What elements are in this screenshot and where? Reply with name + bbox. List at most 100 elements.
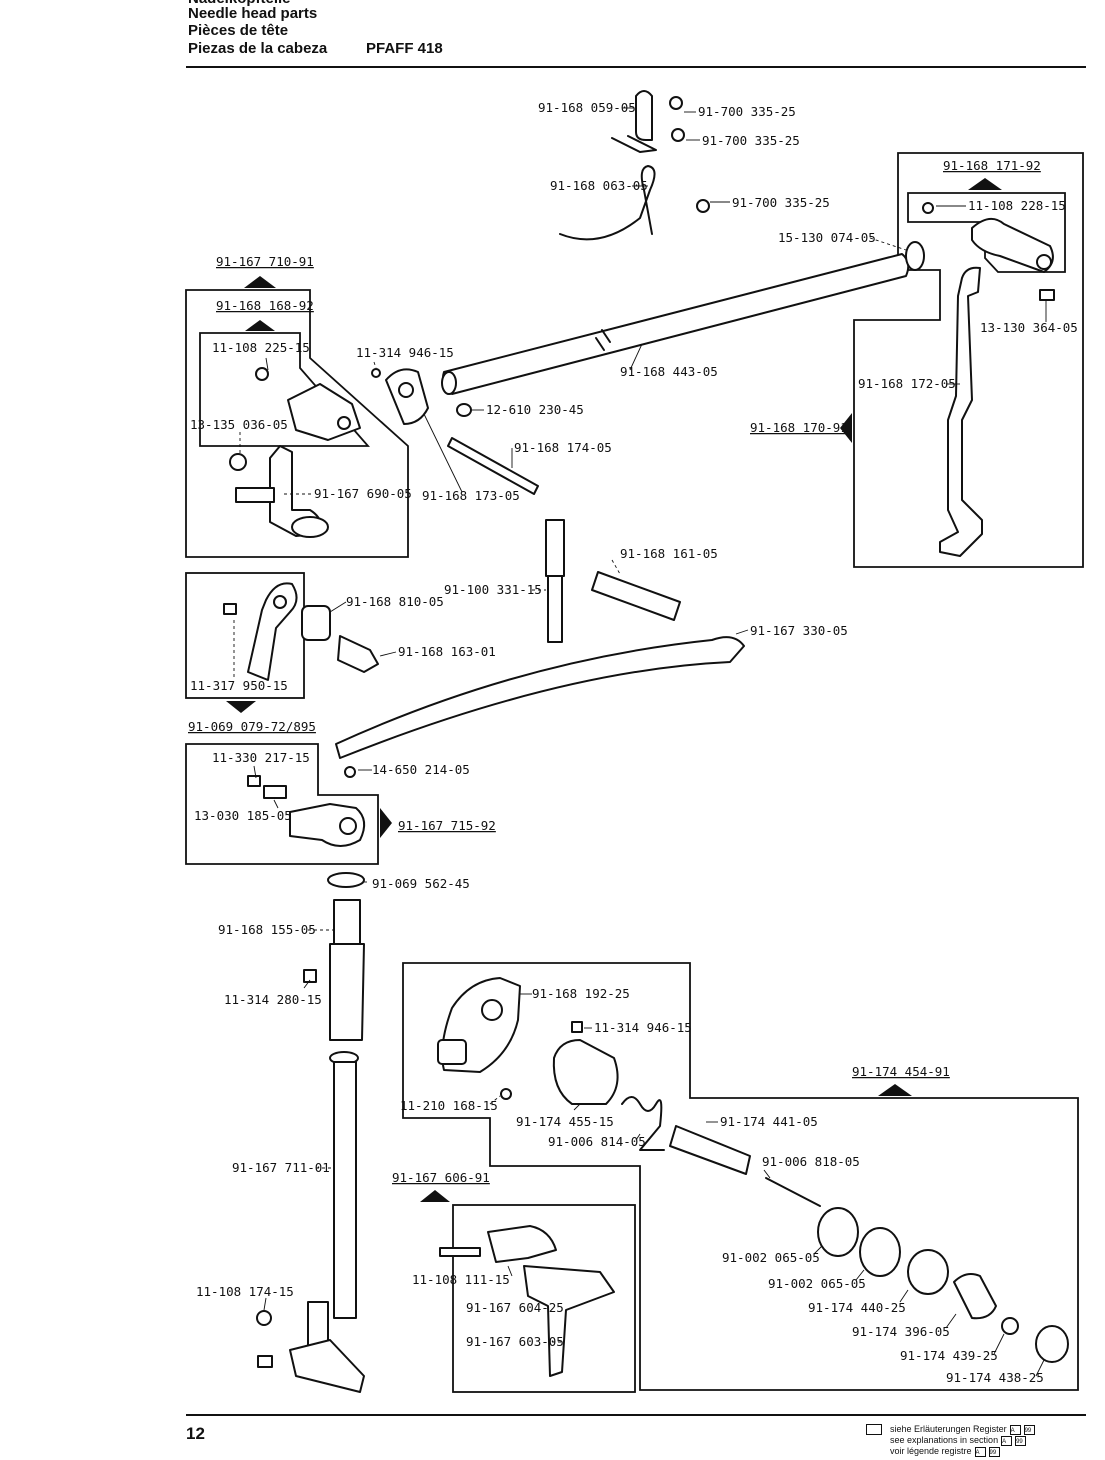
part-label: 13-030 185-05 bbox=[194, 808, 292, 823]
bushing-155-top bbox=[333, 899, 361, 947]
clamp-715 bbox=[289, 803, 366, 847]
pin-185 bbox=[263, 785, 287, 799]
part-label: 11-108 225-15 bbox=[212, 340, 310, 355]
ring-562 bbox=[327, 872, 365, 888]
spring-814 bbox=[621, 1096, 665, 1151]
frame-group-715-92 bbox=[185, 743, 379, 865]
title-english: Needle head parts bbox=[188, 5, 318, 22]
legend-box-icon bbox=[866, 1424, 882, 1435]
part-label: 91-006 818-05 bbox=[762, 1154, 860, 1169]
screw-icon bbox=[671, 128, 685, 142]
part-label: 11-330 217-15 bbox=[212, 750, 310, 765]
set-screw bbox=[247, 775, 261, 787]
spindle-441 bbox=[669, 1125, 751, 1175]
frame-group-167-606 bbox=[452, 1204, 636, 1393]
part-label: 11-314 946-15 bbox=[356, 345, 454, 360]
screw-icon bbox=[255, 367, 269, 381]
screw-icon bbox=[696, 199, 710, 213]
part-label: 11-314 946-15 bbox=[594, 1020, 692, 1035]
ref-a: A bbox=[1001, 1435, 1013, 1446]
part-label: 11-108 228-15 bbox=[968, 198, 1066, 213]
part-label: 91-174 455-15 bbox=[516, 1114, 614, 1129]
thread-guide-059 bbox=[611, 90, 657, 153]
screw-111 bbox=[439, 1247, 481, 1257]
needle-bar-711 bbox=[333, 1061, 357, 1319]
presser-foot bbox=[289, 1339, 365, 1393]
part-label: 91-167 603-05 bbox=[466, 1334, 564, 1349]
washer-439 bbox=[1001, 1317, 1019, 1335]
label-group-168-92: 91-168 168-92 bbox=[216, 298, 314, 313]
stud-shank bbox=[547, 575, 563, 643]
guide-bar-330 bbox=[335, 636, 745, 759]
part-label: 91-168 172-05 bbox=[858, 376, 956, 391]
part-label: 91-168 174-05 bbox=[514, 440, 612, 455]
header-rule bbox=[186, 66, 1086, 68]
stud-455 bbox=[552, 1039, 619, 1105]
legend-text-french: voir légende registre bbox=[890, 1446, 972, 1456]
part-label: 11-108 174-15 bbox=[196, 1284, 294, 1299]
plate-bore bbox=[481, 999, 503, 1021]
shield-603 bbox=[523, 1265, 615, 1377]
part-label: 14-650 214-05 bbox=[372, 762, 470, 777]
ref-a: A bbox=[1009, 1424, 1021, 1435]
part-label: 91-006 814-05 bbox=[548, 1134, 646, 1149]
tension-disc-1 bbox=[817, 1207, 859, 1257]
tension-disc-2 bbox=[859, 1227, 901, 1277]
part-label: 91-069 562-45 bbox=[372, 876, 470, 891]
legend-row-german: siehe Erläuterungen Register A 99 bbox=[866, 1424, 1096, 1435]
pin-818 bbox=[765, 1177, 821, 1207]
label-group-069-079: 91-069 079-72/895 bbox=[188, 719, 316, 734]
release-tab bbox=[437, 1039, 467, 1065]
frame-group-171-92-inner bbox=[907, 192, 1066, 273]
label-group-710-91: 91-167 710-91 bbox=[216, 254, 314, 269]
arrow-up-group-167-606 bbox=[420, 1190, 450, 1202]
bushing-155 bbox=[329, 943, 365, 1041]
part-label: 91-700 335-25 bbox=[702, 133, 800, 148]
part-label: 12-610 230-45 bbox=[486, 402, 584, 417]
part-label: 13-135 036-05 bbox=[190, 417, 288, 432]
arrow-right-group-715-92 bbox=[380, 808, 392, 838]
label-group-174-454: 91-174 454-91 bbox=[852, 1064, 950, 1079]
arrow-left-group-170-91 bbox=[840, 413, 852, 443]
tab-plate bbox=[235, 487, 275, 503]
pin-163 bbox=[337, 635, 379, 673]
part-label: 91-167 711-01 bbox=[232, 1160, 330, 1175]
legend-row-english: see explanations in section A 99 bbox=[866, 1435, 1096, 1446]
threaded-stud bbox=[545, 519, 565, 577]
part-label: 91-100 331-15 bbox=[444, 582, 542, 597]
part-label: 91-174 439-25 bbox=[900, 1348, 998, 1363]
arm-172 bbox=[939, 266, 983, 557]
small-screw-icon bbox=[371, 368, 381, 378]
screw-icon bbox=[922, 202, 934, 214]
frame-group-174-454 bbox=[402, 962, 1079, 1391]
part-label: 91-174 438-25 bbox=[946, 1370, 1044, 1385]
label-group-171-92: 91-168 171-92 bbox=[943, 158, 1041, 173]
pin-174 bbox=[447, 437, 539, 495]
bushing-810 bbox=[301, 605, 331, 641]
part-label: 91-174 440-25 bbox=[808, 1300, 906, 1315]
ref-a: A bbox=[974, 1446, 986, 1457]
part-label: 11-108 111-15 bbox=[412, 1272, 510, 1287]
knob-438 bbox=[1035, 1325, 1069, 1363]
rivet-036 bbox=[229, 453, 247, 471]
legend-box-icon bbox=[257, 1355, 273, 1368]
ball-214 bbox=[344, 766, 356, 778]
leader-lines bbox=[233, 107, 1047, 1377]
part-label: 13-130 364-05 bbox=[980, 320, 1078, 335]
part-label: 91-168 443-05 bbox=[620, 364, 718, 379]
legend-text-german: siehe Erläuterungen Register bbox=[890, 1424, 1007, 1434]
part-label: 91-168 192-25 bbox=[532, 986, 630, 1001]
part-label: 11-210 168-15 bbox=[400, 1098, 498, 1113]
arrow-up-group-710-91 bbox=[244, 276, 276, 288]
clamp-plate bbox=[247, 582, 298, 681]
ref-b: 99 bbox=[1015, 1435, 1027, 1446]
arrow-up-group-174-454 bbox=[878, 1084, 912, 1096]
part-label: 91-700 335-25 bbox=[698, 104, 796, 119]
label-group-170-91: 91-168 170-91 bbox=[750, 420, 848, 435]
part-label: 91-700 335-25 bbox=[732, 195, 830, 210]
arrow-up-group-168-92 bbox=[245, 320, 275, 331]
label-group-715-92: 91-167 715-92 bbox=[398, 818, 496, 833]
link-bore bbox=[1036, 254, 1052, 270]
set-screw bbox=[571, 1021, 583, 1033]
footer-rule bbox=[186, 1414, 1086, 1416]
